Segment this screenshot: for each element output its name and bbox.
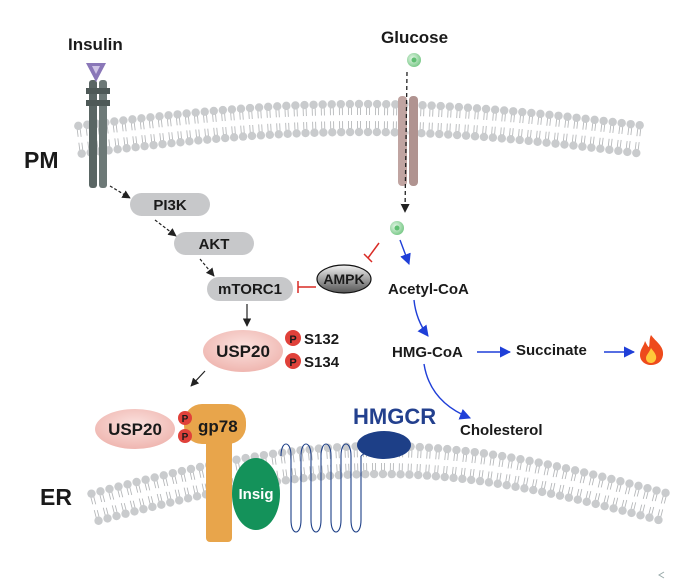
insulin-label: Insulin bbox=[68, 35, 123, 54]
insulin-receptor bbox=[86, 80, 110, 188]
phospho-badge: P bbox=[178, 411, 192, 425]
s132-label: S132 bbox=[304, 331, 339, 348]
glucose-inhibits-ampk bbox=[363, 242, 380, 263]
svg-text:P: P bbox=[182, 432, 189, 443]
hmgcoa-to-cholesterol-arrow bbox=[423, 363, 472, 420]
pm-label: PM bbox=[24, 147, 59, 173]
acetyl-coa-label: Acetyl-CoA bbox=[388, 281, 469, 298]
phospho-badge: P bbox=[178, 429, 192, 443]
ampk-node: AMPK bbox=[316, 264, 372, 294]
usp20-phosphorylated: USP20 bbox=[203, 330, 283, 372]
hmgcr-protein bbox=[357, 431, 411, 459]
s134-label: S134 bbox=[304, 354, 340, 371]
phospho-badge-s134: P bbox=[285, 353, 301, 369]
fire-icon bbox=[640, 335, 664, 365]
ampk-inhibits-mtorc1 bbox=[297, 281, 316, 293]
usp20-er-bound: USP20 bbox=[95, 409, 175, 449]
svg-text:USP20: USP20 bbox=[216, 342, 270, 361]
glucose-uptake-arrow bbox=[400, 71, 410, 213]
plasma-membrane bbox=[74, 99, 644, 158]
hmgcr-transmembrane-loops bbox=[280, 443, 362, 533]
hmg-coa-label: HMG-CoA bbox=[392, 344, 463, 361]
phospho-badge-s132: P bbox=[285, 330, 301, 346]
glucose-label: Glucose bbox=[381, 28, 448, 47]
svg-text:Insig: Insig bbox=[238, 486, 273, 503]
svg-text:AKT: AKT bbox=[199, 236, 230, 253]
svg-text:P: P bbox=[289, 357, 296, 369]
svg-text:PI3K: PI3K bbox=[153, 197, 187, 214]
usp20-to-er-arrow bbox=[190, 370, 206, 387]
akt-to-mtorc1-arrow bbox=[199, 258, 215, 277]
svg-text:AMPK: AMPK bbox=[323, 271, 364, 287]
glucose-transporter bbox=[398, 96, 418, 186]
glucose-to-acetylcoa-arrow bbox=[399, 239, 411, 266]
acetylcoa-to-hmgcoa-arrow bbox=[413, 299, 429, 337]
pi3k-node: PI3K bbox=[130, 193, 210, 216]
succinate-label: Succinate bbox=[516, 342, 587, 359]
gp78-label: gp78 bbox=[198, 417, 238, 436]
corner-chevron-icon bbox=[658, 571, 665, 579]
er-label: ER bbox=[40, 484, 72, 510]
hmgcr-label: HMGCR bbox=[353, 404, 436, 429]
insulin-ligand-icon bbox=[86, 63, 106, 82]
gp78-protein bbox=[184, 404, 246, 542]
mtorc1-node: mTORC1 bbox=[207, 277, 293, 301]
receptor-to-pi3k-arrow bbox=[109, 185, 131, 199]
svg-text:mTORC1: mTORC1 bbox=[218, 281, 282, 298]
insig-protein: Insig bbox=[232, 458, 280, 530]
svg-text:P: P bbox=[182, 414, 189, 425]
svg-text:USP20: USP20 bbox=[108, 420, 162, 439]
akt-node: AKT bbox=[174, 232, 254, 255]
glucose-molecule-icon bbox=[407, 53, 421, 67]
svg-text:P: P bbox=[289, 334, 296, 346]
pi3k-to-akt-arrow bbox=[154, 219, 177, 237]
cholesterol-label: Cholesterol bbox=[460, 422, 543, 439]
glucose-molecule-icon bbox=[390, 221, 404, 235]
